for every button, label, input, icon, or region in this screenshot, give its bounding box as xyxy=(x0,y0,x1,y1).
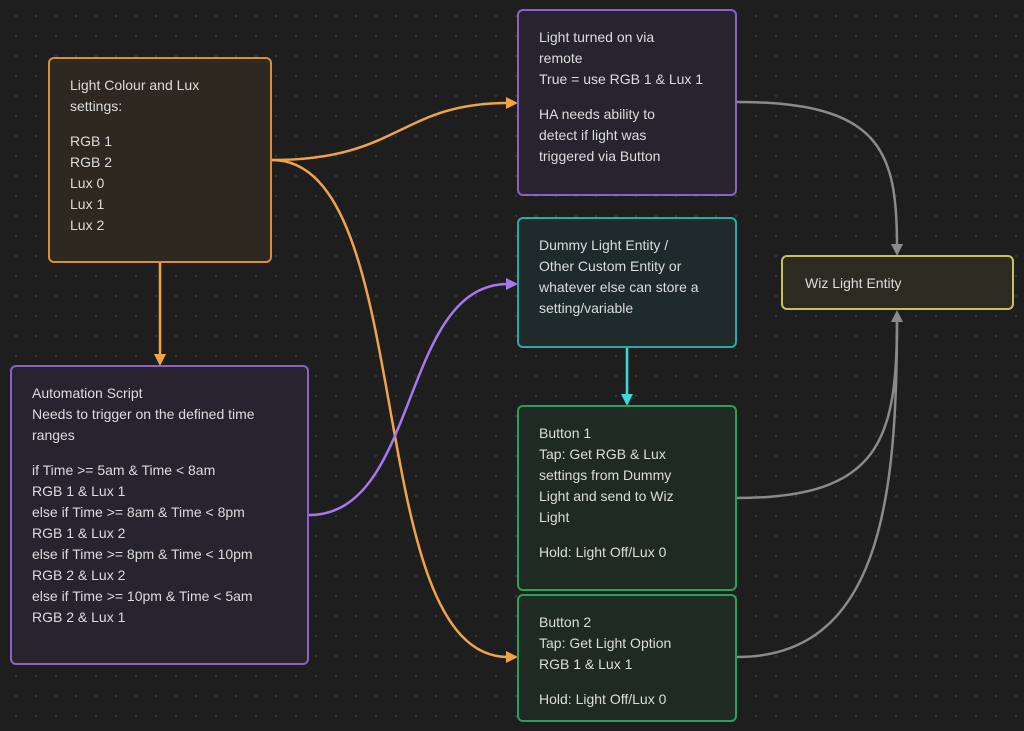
node-text-line: RGB 1 & Lux 1 xyxy=(32,483,126,499)
edge-remote-to-wiz xyxy=(736,100,899,247)
node-paragraph: HA needs ability to detect if light was tr… xyxy=(539,104,715,167)
settings-node[interactable]: Light Colour and Lux settings: RGB 1 RGB 2 L… xyxy=(48,57,272,263)
node-text-line: Dummy Light Entity / xyxy=(539,237,669,253)
node-paragraph: Hold: Light Off/Lux 0 xyxy=(539,689,715,710)
node-text-line: settings: xyxy=(70,98,123,114)
arrowhead-wiz-bottom xyxy=(891,310,903,322)
node-text-line: Lux 2 xyxy=(70,217,105,233)
node-paragraph: Dummy Light Entity / Other Custom Entity … xyxy=(539,235,715,319)
node-paragraph: Wiz Light Entity xyxy=(805,273,990,294)
node-text-line: whatever else can store a xyxy=(539,279,699,295)
node-text-line: Wiz Light Entity xyxy=(805,275,902,291)
node-text-line: remote xyxy=(539,50,583,66)
edge-settings-to-remote xyxy=(271,101,509,162)
node-text-line: Button 1 xyxy=(539,425,592,441)
button-1-node[interactable]: Button 1 Tap: Get RGB & Lux settings from … xyxy=(517,405,737,591)
dummy-entity-node[interactable]: Dummy Light Entity / Other Custom Entity … xyxy=(517,217,737,348)
node-text-line: Lux 0 xyxy=(70,175,105,191)
node-text-line: triggered via Button xyxy=(539,148,661,164)
node-text-line: Other Custom Entity or xyxy=(539,258,682,274)
node-text-line: Light and send to Wiz xyxy=(539,488,674,504)
edge-button2-to-wiz xyxy=(736,319,899,659)
node-text-line: else if Time >= 8pm & Time < 10pm xyxy=(32,546,253,562)
node-text-line: Needs to trigger on the defined time xyxy=(32,406,255,422)
node-text-line: RGB 1 & Lux 2 xyxy=(32,525,126,541)
node-text-line: detect if light was xyxy=(539,127,647,143)
wiz-light-entity-node[interactable]: Wiz Light Entity xyxy=(781,255,1014,310)
node-text-line: setting/variable xyxy=(539,300,634,316)
node-text-line: RGB 1 xyxy=(70,133,113,149)
node-paragraph: Button 1 Tap: Get RGB & Lux settings from … xyxy=(539,423,715,528)
node-text-line: ranges xyxy=(32,427,75,443)
node-text-line: HA needs ability to xyxy=(539,106,655,122)
node-paragraph: Light Colour and Lux settings: xyxy=(70,75,250,117)
node-text-line: else if Time >= 8am & Time < 8pm xyxy=(32,504,245,520)
node-text-line: else if Time >= 10pm & Time < 5am xyxy=(32,588,253,604)
edge-automation-to-dummy xyxy=(308,282,509,517)
node-text-line: Button 2 xyxy=(539,614,592,630)
node-text-line: Lux 1 xyxy=(70,196,105,212)
node-text-line: Hold: Light Off/Lux 0 xyxy=(539,544,667,560)
node-text-line: Light turned on via xyxy=(539,29,655,45)
node-text-line: settings from Dummy xyxy=(539,467,672,483)
node-text-line: Tap: Get RGB & Lux xyxy=(539,446,666,462)
node-text-line: Tap: Get Light Option xyxy=(539,635,672,651)
node-text-line: Light xyxy=(539,509,570,525)
node-text-line: if Time >= 5am & Time < 8am xyxy=(32,462,216,478)
node-text-line: Light Colour and Lux xyxy=(70,77,200,93)
node-text-line: RGB 2 xyxy=(70,154,113,170)
node-paragraph: Hold: Light Off/Lux 0 xyxy=(539,542,715,563)
node-text-line: Automation Script xyxy=(32,385,143,401)
edge-button1-to-wiz xyxy=(736,319,899,500)
node-text-line: RGB 1 & Lux 1 xyxy=(539,656,633,672)
node-text-line: RGB 2 & Lux 1 xyxy=(32,609,126,625)
node-paragraph: RGB 1 RGB 2 Lux 0 Lux 1 Lux 2 xyxy=(70,131,250,236)
node-text-line: RGB 2 & Lux 2 xyxy=(32,567,126,583)
node-text-line: Hold: Light Off/Lux 0 xyxy=(539,691,667,707)
node-text-line: True = use RGB 1 & Lux 1 xyxy=(539,71,704,87)
